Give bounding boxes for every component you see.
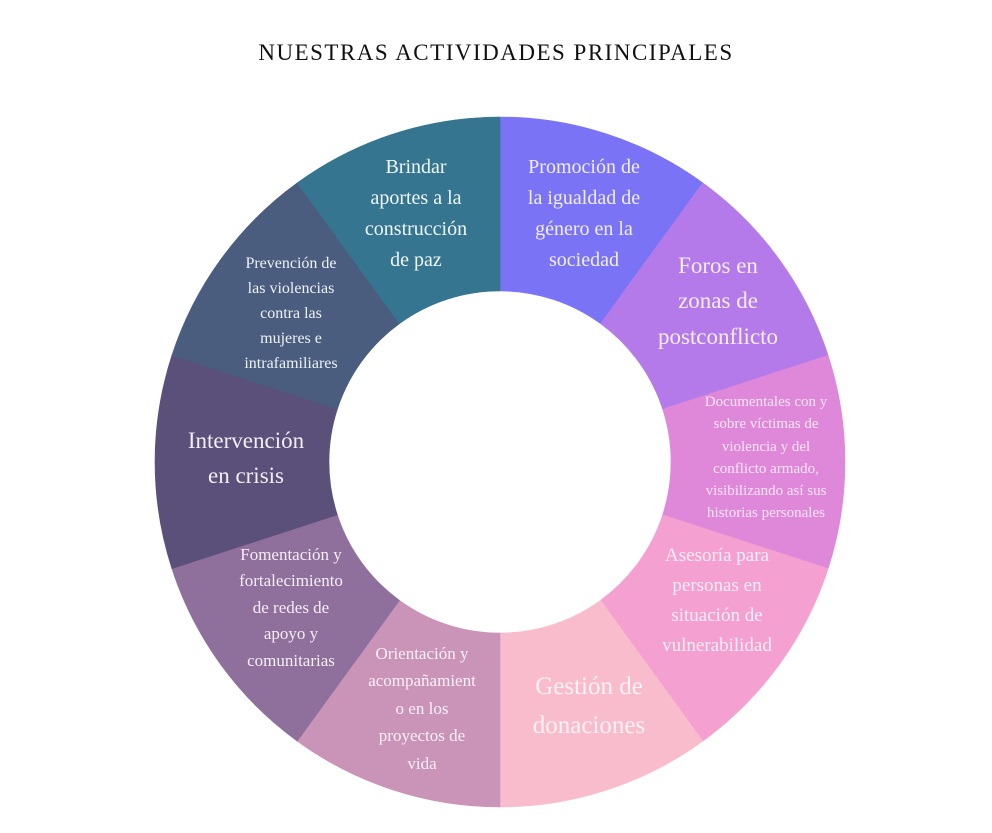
segment-label-gestion: Gestión de donaciones [479,667,699,745]
label-line: Brindar [385,155,447,178]
segment-brindar [296,116,501,325]
segment-asesoria [600,514,829,742]
label-line: historias personales [707,505,825,522]
segment-label-foros: Foros en zonas de postconflicto [608,248,828,355]
label-line: Intervención [187,428,305,454]
label-line: proyectos de [378,726,466,746]
segment-orientacion [296,599,501,808]
segment-gestion [499,599,704,808]
segment-label-asesoria: Asesoría para personas en situación de vuln… [607,541,827,661]
label-line: en crisis [207,463,284,489]
label-line: violencia y del [721,438,811,455]
label-line: visibilizando así sus [705,483,827,500]
label-line: de redes de [252,597,330,617]
segment-label-orientacion: Orientación y acompañamient o en los proyec… [312,640,532,778]
label-line: comunitarias [247,650,335,670]
segment-promocion [499,116,704,325]
label-line: acompañamient [368,671,476,691]
label-line: o en los [395,698,449,718]
label-line: fortalecimiento [239,571,343,591]
label-line: postconflicto [657,323,779,349]
label-line: Fomentación y [240,544,342,564]
segment-label-documentales: Documentales con y sobre víctimas de viole… [656,391,876,524]
label-line: sobre víctimas de [713,416,819,433]
label-line: intrafamiliares [244,354,338,372]
label-line: contra las [260,304,322,322]
segment-prevencion [171,182,400,410]
label-line: mujeres e [260,329,322,347]
segment-foros [600,182,829,410]
label-line: la igualdad de [527,186,641,209]
segment-fomentacion [171,514,400,742]
segment-label-intervencion: Intervención en crisis [136,423,356,493]
label-line: las violencias [247,279,335,297]
segment-label-fomentacion: Fomentación y fortalecimiento de redes de a… [181,542,401,675]
label-line: Asesoría para [665,545,769,567]
segment-documentales [662,355,846,569]
label-line: personas en [672,575,762,597]
label-line: construcción [364,217,468,240]
label-line: aportes a la [370,186,462,209]
label-line: género en la [535,217,633,240]
label-line: Prevención de [245,254,337,272]
diagram-title: NUESTRAS ACTIVIDADES PRINCIPALES [258,40,734,65]
label-line: vulnerabilidad [662,635,772,657]
label-line: Gestión de [535,672,643,700]
label-line: donaciones [532,711,646,739]
label-line: Promoción de [528,155,640,178]
label-line: zonas de [678,288,758,314]
label-line: vida [407,753,437,773]
label-line: situación de [671,605,763,627]
segment-label-prevencion: Prevención de las violencias contra las muj… [181,251,401,376]
label-line: conflicto armado, [713,460,819,477]
label-line: Foros en [678,252,758,278]
label-line: de paz [390,248,442,271]
label-line: sociedad [549,248,619,271]
label-line: Documentales con y [704,394,828,411]
segment-label-promocion: Promoción de la igualdad de género en la so… [474,152,694,276]
segment-label-brindar: Brindar aportes a la construcción de paz [306,152,526,276]
label-line: Orientación y [375,643,469,663]
segment-intervencion [154,355,338,569]
label-line: apoyo y [263,624,319,644]
